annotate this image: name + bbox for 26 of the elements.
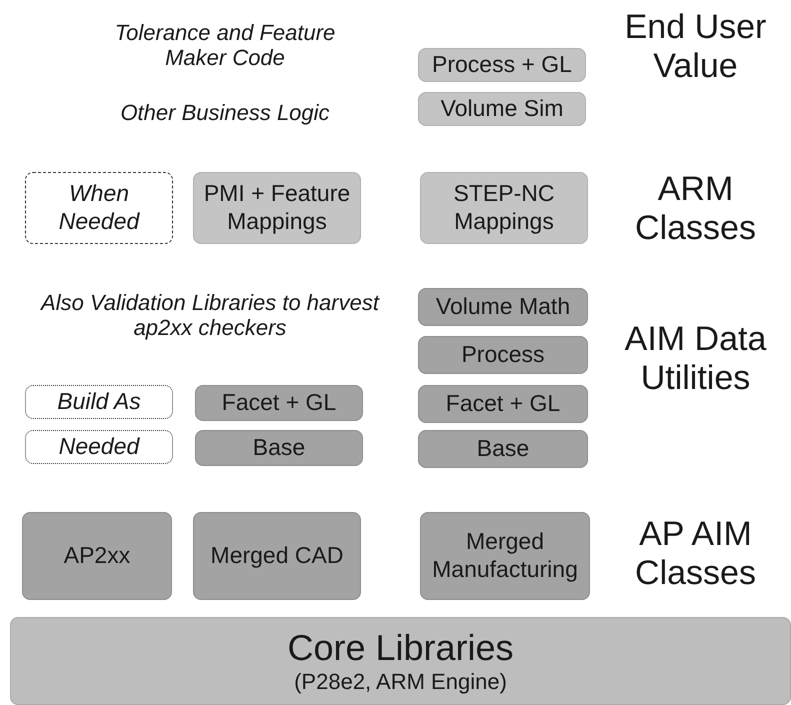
note-text: Also Validation Libraries to harvest ap2xx checkers xyxy=(39,290,381,341)
module-box: Merged Manufacturing xyxy=(420,512,590,600)
optional-box: Needed xyxy=(25,430,173,464)
module-box: Volume Math xyxy=(418,288,588,326)
layer-label: AP AIM Classes xyxy=(634,515,757,594)
module-box: STEP-NC Mappings xyxy=(420,172,588,244)
module-box: PMI + Feature Mappings xyxy=(193,172,361,244)
layer-title: Core Libraries xyxy=(287,626,514,670)
note-text: Tolerance and Feature Maker Code xyxy=(114,20,336,71)
layer-subtitle: (P28e2, ARM Engine) xyxy=(294,669,507,696)
core-layer-bar xyxy=(10,617,791,705)
optional-box: When Needed xyxy=(25,172,173,244)
module-box: Facet + GL xyxy=(418,385,588,423)
module-box: Volume Sim xyxy=(418,92,586,126)
layer-label: AIM Data Utilities xyxy=(624,320,768,398)
layer-label: End User Value xyxy=(624,8,768,86)
note-text: Other Business Logic xyxy=(119,100,331,126)
module-box: Process + GL xyxy=(418,48,586,82)
layer-label: ARM Classes xyxy=(634,170,757,248)
module-box: Process xyxy=(418,336,588,374)
module-box: Base xyxy=(195,430,363,466)
optional-box: Build As xyxy=(25,385,173,419)
module-box: Facet + GL xyxy=(195,385,363,421)
module-box: Base xyxy=(418,430,588,468)
module-box: Merged CAD xyxy=(193,512,361,600)
module-box: AP2xx xyxy=(22,512,172,600)
